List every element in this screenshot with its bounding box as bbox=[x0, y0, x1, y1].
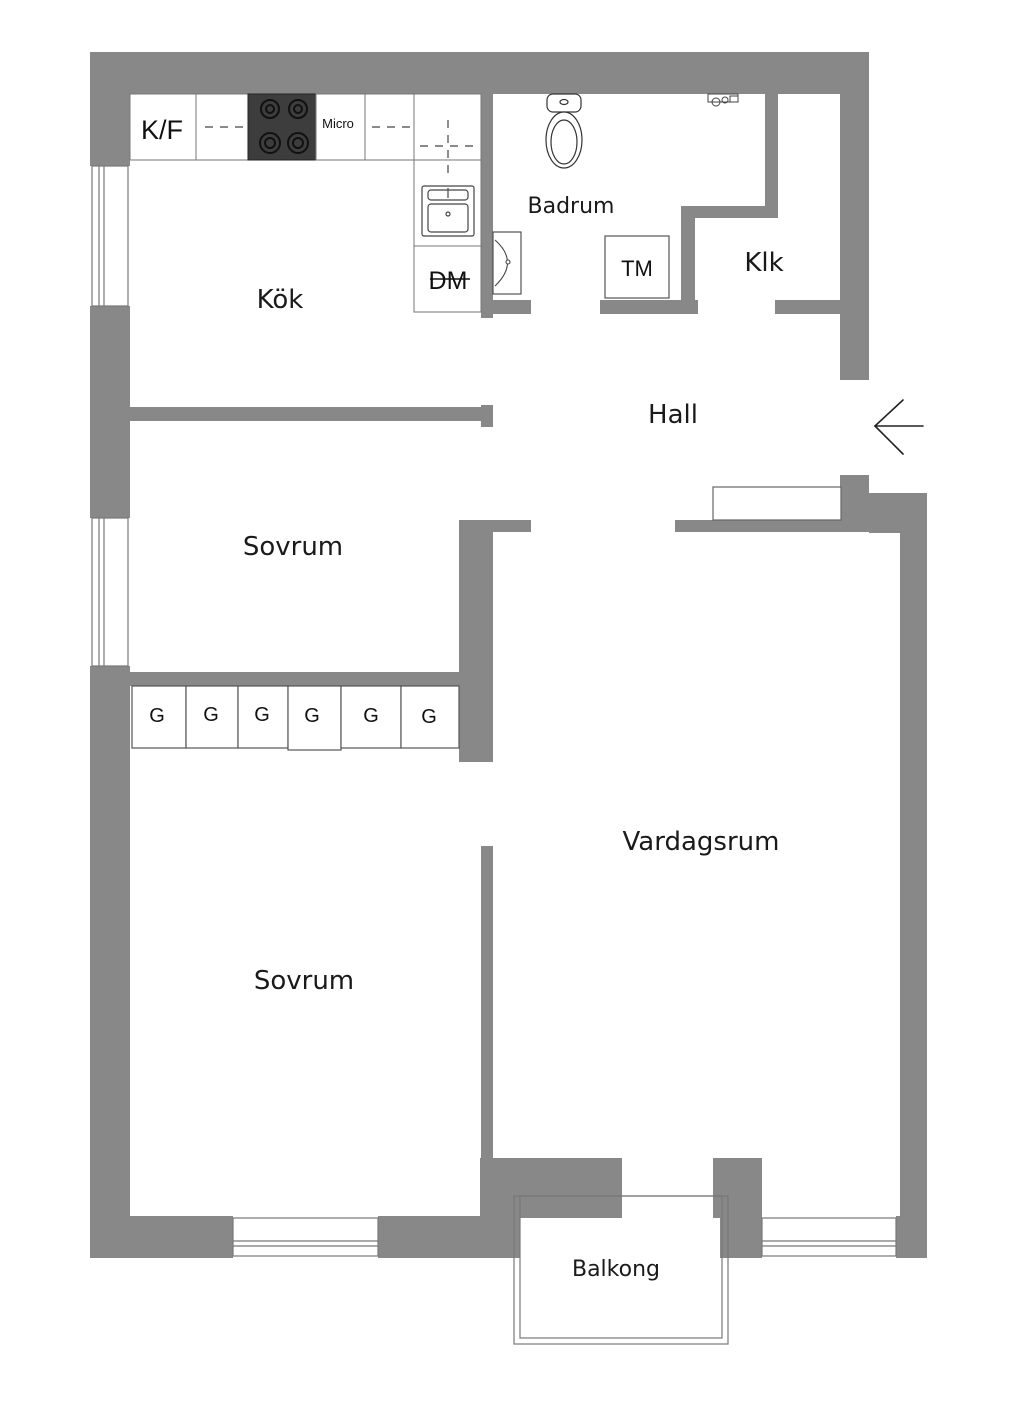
wardrobes bbox=[131, 685, 460, 751]
wall-kitchen-bedroom-end bbox=[481, 405, 493, 427]
fridge-freezer-label: K/F bbox=[141, 115, 183, 145]
windows bbox=[91, 165, 897, 1257]
wall-kitchen-bath bbox=[481, 94, 493, 318]
hall-shelf bbox=[712, 486, 842, 521]
wall-closet-bottom bbox=[775, 300, 845, 314]
wall-bedroom-living-lower bbox=[481, 846, 493, 1164]
window-living bbox=[761, 1217, 897, 1257]
room-label-balcony: Balkong bbox=[572, 1257, 660, 1282]
window-bedroom-lower bbox=[232, 1217, 379, 1257]
wall-recess-right bbox=[713, 1158, 762, 1218]
room-label-kitchen: Kök bbox=[257, 285, 304, 315]
wall-hall-living-2 bbox=[675, 520, 905, 532]
wall-bottom-1 bbox=[90, 1216, 233, 1258]
wall-right-upper bbox=[840, 94, 869, 380]
balcony bbox=[513, 1195, 729, 1345]
room-label-living-room: Vardagsrum bbox=[623, 827, 780, 857]
wardrobe-label-4: G bbox=[304, 705, 320, 727]
stove bbox=[247, 93, 317, 161]
sink-icon bbox=[421, 185, 475, 237]
wardrobe-6 bbox=[400, 685, 460, 749]
room-label-bedroom-lower: Sovrum bbox=[254, 966, 354, 996]
bath-shower-fixture bbox=[707, 93, 739, 107]
wardrobe-2 bbox=[185, 685, 239, 749]
room-label-hall: Hall bbox=[648, 400, 698, 430]
wall-bedrooms-divider bbox=[130, 672, 460, 686]
wall-bath-closet-step bbox=[681, 206, 778, 218]
wall-bottom-4 bbox=[896, 1216, 927, 1258]
wardrobe-label-6: G bbox=[421, 706, 437, 728]
wall-bottom-2 bbox=[378, 1216, 520, 1258]
wall-kitchen-bedroom bbox=[130, 407, 488, 421]
arrow-left-icon bbox=[874, 399, 924, 455]
counter-corner bbox=[413, 93, 482, 161]
room-label-closet: Klk bbox=[744, 248, 783, 278]
wash-basin bbox=[492, 231, 522, 295]
wall-left-1 bbox=[90, 94, 130, 166]
microwave-label: Micro bbox=[322, 116, 354, 131]
wall-bath-closet-lower bbox=[681, 208, 695, 312]
wall-top bbox=[90, 52, 869, 94]
window-bedroom-upper bbox=[91, 517, 129, 667]
wardrobe-4 bbox=[287, 685, 342, 751]
wall-bedroom-living bbox=[459, 520, 493, 762]
dryer bbox=[604, 235, 670, 299]
microwave bbox=[315, 93, 366, 161]
dryer-label: TM bbox=[621, 256, 653, 281]
wardrobe-5 bbox=[340, 685, 402, 749]
wall-bath-bottom-1 bbox=[493, 300, 531, 314]
wardrobe-label-2: G bbox=[203, 704, 219, 726]
room-label-bathroom: Badrum bbox=[528, 194, 615, 219]
fridge-freezer bbox=[129, 93, 197, 161]
wall-bath-closet-upper bbox=[765, 94, 778, 214]
wall-bath-bottom-2 bbox=[600, 300, 698, 314]
wall-recess-left bbox=[480, 1158, 622, 1218]
window-kitchen bbox=[91, 165, 129, 307]
wall-right-hall-stub bbox=[840, 475, 869, 520]
wall-bottom-3 bbox=[720, 1216, 762, 1258]
wardrobe-1 bbox=[131, 685, 187, 749]
wall-left-2 bbox=[90, 306, 130, 518]
toilet-icon bbox=[545, 93, 583, 169]
dishwasher-label: DM bbox=[429, 267, 468, 295]
walls bbox=[90, 52, 927, 1258]
wall-left-3 bbox=[90, 666, 130, 1258]
wardrobe-label-1: G bbox=[149, 705, 165, 727]
wall-hall-living-1 bbox=[493, 520, 531, 532]
wardrobe-label-3: G bbox=[254, 704, 270, 726]
room-label-bedroom-upper: Sovrum bbox=[243, 532, 343, 562]
stove-icon bbox=[259, 99, 309, 154]
wardrobe-label-5: G bbox=[363, 705, 379, 727]
wall-right-lower bbox=[900, 493, 927, 1258]
counter-dashes bbox=[205, 120, 478, 180]
